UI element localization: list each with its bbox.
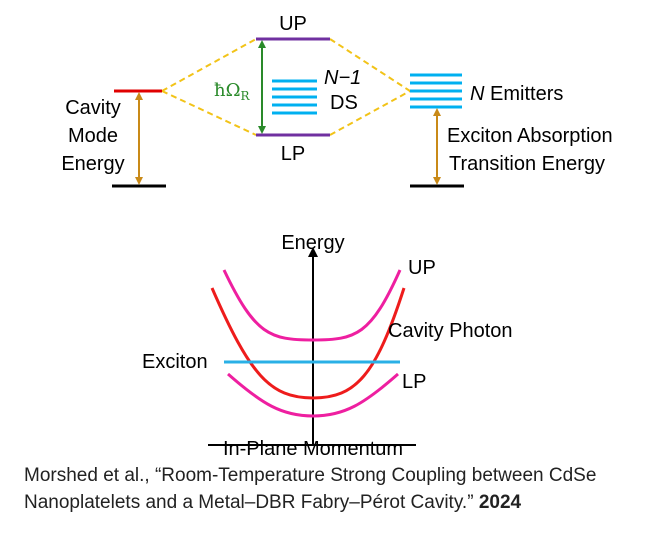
citation-year: 2024 xyxy=(478,492,522,513)
momentum-axis-label: In-Plane Momentum xyxy=(223,438,403,460)
exciton-label: Exciton xyxy=(142,351,208,373)
dispersion-diagram: Energy In-Plane Momentum UP Cavity Photo… xyxy=(142,232,513,460)
exciton-label-line1: Exciton Absorption xyxy=(447,125,613,147)
up-label: UP xyxy=(279,13,307,35)
lp-label: LP xyxy=(281,143,305,165)
energy-axis-label: Energy xyxy=(281,232,344,254)
lp-branch-curve xyxy=(227,372,399,418)
cavity-label-line2: Mode xyxy=(68,125,118,147)
cavity-photon-label: Cavity Photon xyxy=(388,320,513,342)
up-branch-label: UP xyxy=(408,257,436,279)
cavity-photon-curve xyxy=(210,287,406,400)
energy-level-diagram: UP LP ħΩR N−1 DS N Emitters Cavity Mode … xyxy=(61,13,613,188)
exciton-label-line2: Transition Energy xyxy=(449,153,605,175)
ds-label-line2: DS xyxy=(330,92,358,114)
coupling-lines xyxy=(161,38,411,136)
rabi-label: ħΩR xyxy=(214,80,251,103)
lp-branch-label: LP xyxy=(402,371,426,393)
citation-text: Morshed et al., “Room-Temperature Strong… xyxy=(24,465,597,513)
cavity-label-line3: Energy xyxy=(61,153,124,175)
citation-caption: Morshed et al., “Room-Temperature Strong… xyxy=(24,462,654,516)
up-branch-curve xyxy=(222,269,402,342)
dark-states xyxy=(272,79,317,115)
emitters-label: N Emitters xyxy=(470,83,563,105)
ds-label-line1: N−1 xyxy=(324,67,361,89)
emitter-levels xyxy=(410,73,462,109)
cavity-label-line1: Cavity xyxy=(65,97,121,119)
